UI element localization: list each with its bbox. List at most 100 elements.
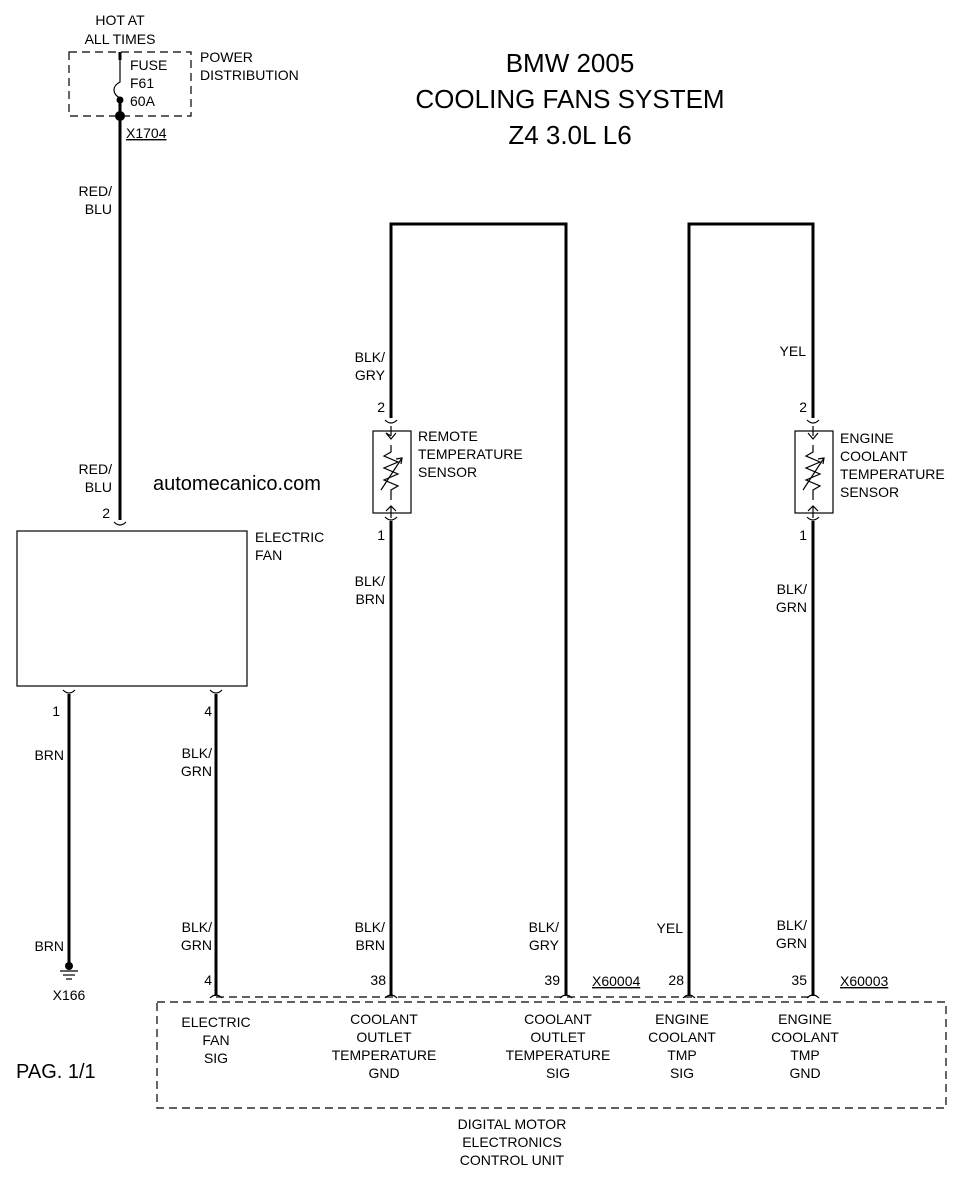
ecu-pin-4-label-2: FAN [202, 1032, 229, 1048]
hot-at-label-2: ALL TIMES [85, 31, 156, 47]
fuse-rating: 60A [130, 93, 156, 109]
engine-sensor-label-2: COOLANT [840, 448, 908, 464]
wire-color-blk-grn-1b: GRN [181, 763, 212, 779]
wire-color-blk-grn-2b: GRN [181, 937, 212, 953]
wire-color-blk-gry-1: BLK/ [355, 349, 385, 365]
wire-color-yel-1: YEL [780, 343, 807, 359]
remote-sensor-body [372, 430, 412, 514]
ecu-pin-38-label-2: OUTLET [356, 1029, 412, 1045]
wire-color-blk-grn-3: BLK/ [777, 581, 807, 597]
ecu-pin-28-number: 28 [668, 972, 684, 988]
engine-sensor-signal-wire [687, 222, 815, 996]
fan-pin-1-connector [62, 689, 76, 694]
wire-color-blk-gry-2: BLK/ [529, 919, 559, 935]
ecu-pin-35-label-3: TMP [790, 1047, 820, 1063]
power-distribution-label-2: DISTRIBUTION [200, 67, 299, 83]
wire-color-blk-grn-1: BLK/ [182, 745, 212, 761]
wire-color-red-blu-2b: BLU [85, 479, 112, 495]
ecu-box [156, 1001, 947, 1109]
ecu-pin-4-label-1: ELECTRIC [181, 1014, 250, 1030]
wire-color-blk-brn-1b: BRN [355, 591, 385, 607]
wire-color-blk-grn-3b: GRN [776, 599, 807, 615]
ecu-pin-39: 39 [544, 972, 573, 999]
wire-color-blk-brn-2b: BRN [355, 937, 385, 953]
remote-sensor-arrow-top [385, 432, 397, 440]
ecu-pin-4-connector [209, 994, 223, 999]
power-distribution-box [68, 51, 192, 117]
wire-color-blk-brn-1: BLK/ [355, 573, 385, 589]
remote-sensor-variable-arrowhead [395, 457, 403, 465]
engine-sensor-pin-2-connector [806, 419, 820, 424]
wire-color-red-blu-1b: BLU [85, 201, 112, 217]
title-line-2: COOLING FANS SYSTEM [415, 84, 724, 114]
remote-sensor-variable-arrow [380, 457, 403, 491]
electric-fan: ELECTRIC FAN [16, 529, 324, 687]
engine-sensor-label-1: ENGINE [840, 430, 894, 446]
watermark: automecanico.com [153, 473, 321, 495]
ecu-pin-38-label-4: GND [368, 1065, 399, 1081]
electric-fan-box [16, 530, 248, 687]
ecu-pin-39-connector [559, 994, 573, 999]
remote-sensor-signal-wire [389, 222, 568, 996]
fuse-symbol [113, 60, 121, 100]
ground-x166: X166 [53, 987, 86, 1003]
ecu-pin-38-label-3: TEMPERATURE [332, 1047, 437, 1063]
ecu-name-3: CONTROL UNIT [460, 1152, 565, 1168]
ecu-pin-38: 38 [370, 972, 398, 999]
title-line-3: Z4 3.0L L6 [508, 120, 631, 150]
electric-fan-label-2: FAN [255, 547, 282, 563]
engine-sensor-label-4: SENSOR [840, 484, 899, 500]
ecu-name-2: ELECTRONICS [462, 1134, 562, 1150]
ecu-pin-38-number: 38 [370, 972, 386, 988]
wire-color-blk-brn-2: BLK/ [355, 919, 385, 935]
engine-sensor-variable-arrowhead [817, 457, 825, 465]
ecu-pin-39-label-4: SIG [546, 1065, 570, 1081]
ecu-pin-28-label-2: COOLANT [648, 1029, 716, 1045]
wire-color-brn-1: BRN [34, 747, 64, 763]
engine-sensor-label-3: TEMPERATURE [840, 466, 945, 482]
wire-color-blk-grn-4: BLK/ [777, 917, 807, 933]
ecu-pin-35-label-1: ENGINE [778, 1011, 832, 1027]
ecu-pin-39-label-1: COOLANT [524, 1011, 592, 1027]
engine-sensor-pin-2: 2 [799, 399, 807, 415]
remote-sensor-label-3: SENSOR [418, 464, 477, 480]
wire-color-blk-gry-1b: GRY [355, 367, 386, 383]
power-distribution-label-1: POWER [200, 49, 253, 65]
remote-sensor-label-1: REMOTE [418, 428, 478, 444]
engine-sensor-variable-arrow [802, 457, 825, 491]
ground-symbol [60, 962, 78, 980]
engine-sensor-pin-1-connector [806, 516, 820, 521]
engine-sensor-arrow-top [807, 432, 819, 440]
ecu-pin-35-label-2: COOLANT [771, 1029, 839, 1045]
connector-x1704: X1704 [126, 125, 167, 141]
fan-pin-4: 4 [204, 703, 212, 719]
ecu-pin-39-label-3: TEMPERATURE [506, 1047, 611, 1063]
wire-color-yel-2: YEL [657, 920, 684, 936]
remote-sensor-label-2: TEMPERATURE [418, 446, 523, 462]
ecu-name-1: DIGITAL MOTOR [458, 1116, 567, 1132]
remote-sensor-pin-1-connector [384, 516, 398, 521]
wire-color-blk-grn-2: BLK/ [182, 919, 212, 935]
remote-temperature-sensor: REMOTE TEMPERATURE SENSOR [372, 426, 523, 518]
ground-dot [65, 962, 73, 970]
title-line-1: BMW 2005 [506, 48, 635, 78]
connector-x60003: X60003 [840, 973, 888, 989]
ecu-pin-35-label-4: GND [789, 1065, 820, 1081]
ecu-pin-4-number: 4 [204, 972, 212, 988]
ecu-pin-28-label-1: ENGINE [655, 1011, 709, 1027]
ecu-pin-35-number: 35 [791, 972, 807, 988]
ecu-pin-38-label-1: COOLANT [350, 1011, 418, 1027]
ecu-pin-28-label-3: TMP [667, 1047, 697, 1063]
power-distribution: HOT AT ALL TIMES POWER DISTRIBUTION FUSE… [68, 12, 299, 141]
fuse-label: FUSE [130, 57, 167, 73]
electric-fan-label-1: ELECTRIC [255, 529, 324, 545]
remote-sensor-pin-2: 2 [377, 399, 385, 415]
diagram-title: BMW 2005 COOLING FANS SYSTEM Z4 3.0L L6 [415, 48, 724, 150]
page-number: PAG. 1/1 [16, 1061, 96, 1083]
ecu-pin-39-label-2: OUTLET [530, 1029, 586, 1045]
engine-sensor-resistor [804, 445, 822, 500]
engine-sensor-body [794, 430, 834, 514]
wire-color-blk-grn-4b: GRN [776, 935, 807, 951]
fan-pin-2: 2 [102, 505, 110, 521]
